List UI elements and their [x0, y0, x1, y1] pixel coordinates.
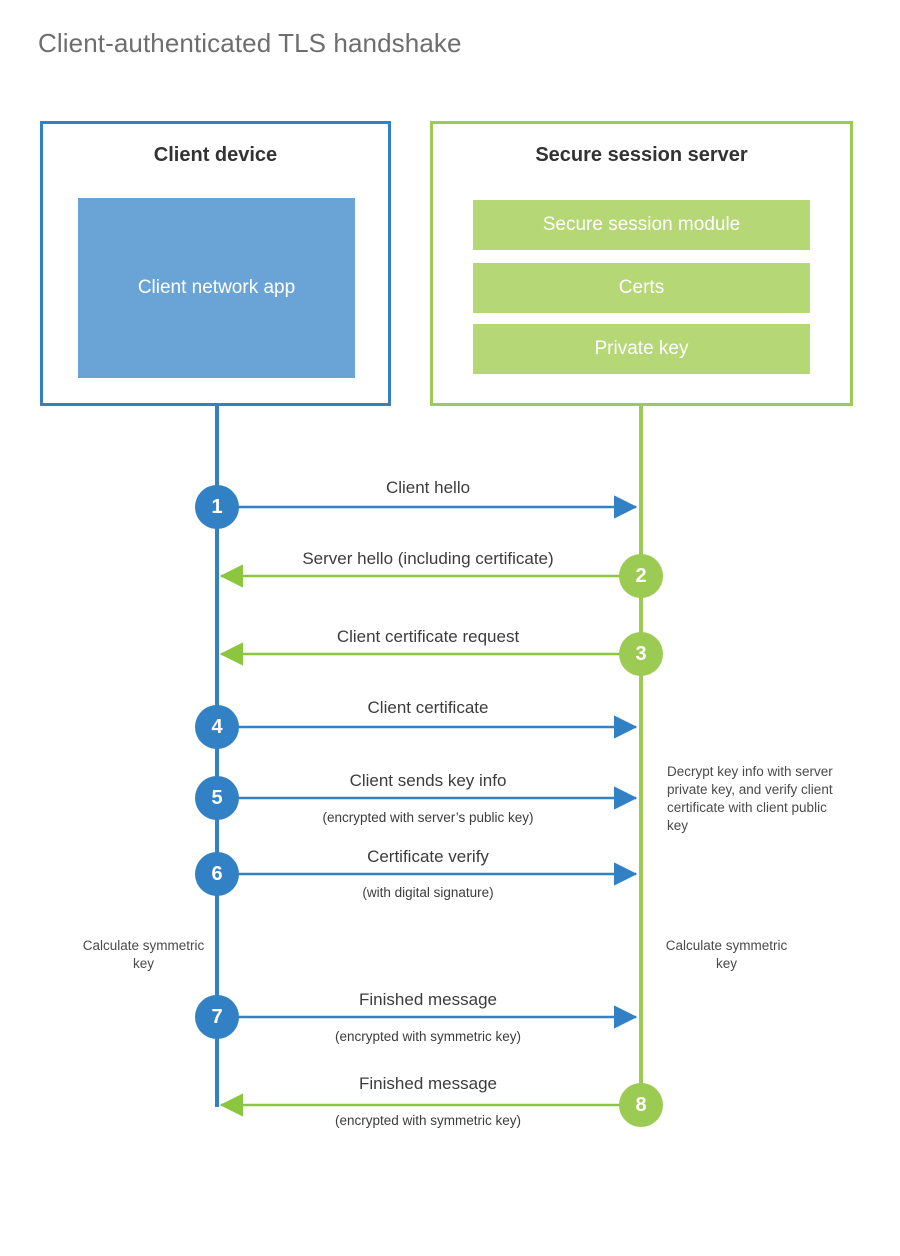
step-number: 7: [211, 1005, 223, 1028]
step-circle-3[interactable]: 3: [619, 632, 663, 676]
message-label-5: Client sends key info: [349, 771, 507, 790]
step-number: 8: [635, 1093, 647, 1116]
step-circle-4[interactable]: 4: [195, 705, 239, 749]
message-sublabel-5: (encrypted with server’s public key): [322, 810, 534, 825]
message-sublabel-6: (with digital signature): [362, 885, 494, 900]
server-block-secure-session-module: Secure session module: [473, 200, 810, 250]
step-number: 1: [211, 495, 223, 518]
step-circle-7[interactable]: 7: [195, 995, 239, 1039]
client-device-title: Client device: [153, 144, 278, 166]
client-network-app-block: Client network app: [78, 198, 355, 378]
note-calculate-symmetric-key-client: Calculate symmetric key: [82, 938, 205, 971]
step-number: 6: [211, 862, 223, 885]
message-label-2: Server hello (including certificate): [302, 549, 554, 568]
message-label-8: Finished message: [359, 1074, 497, 1093]
client-lifeline: [215, 406, 219, 1107]
message-label-6: Certificate verify: [367, 847, 489, 866]
step-number: 4: [211, 715, 223, 738]
server-block-label: Private key: [594, 338, 689, 359]
server-block-private-key: Private key: [473, 324, 810, 374]
message-label-1: Client hello: [385, 478, 471, 497]
server-block-label: Secure session module: [542, 214, 741, 235]
server-lifeline: [639, 406, 643, 1105]
step-circle-6[interactable]: 6: [195, 852, 239, 896]
message-label-3: Client certificate request: [336, 627, 520, 646]
message-sublabel-7: (encrypted with symmetric key): [334, 1029, 522, 1044]
secure-session-server-title: Secure session server: [535, 144, 748, 166]
step-circle-5[interactable]: 5: [195, 776, 239, 820]
message-label-4: Client certificate: [367, 698, 489, 717]
page-title: Client-authenticated TLS handshake: [38, 28, 462, 58]
client-network-app-label: Client network app: [137, 277, 296, 298]
step-circle-1[interactable]: 1: [195, 485, 239, 529]
step-number: 3: [635, 642, 647, 665]
secure-session-server-box: Secure session server Secure session mod…: [430, 121, 853, 406]
client-device-box: Client device Client network app: [40, 121, 391, 406]
server-block-label: Certs: [618, 277, 665, 298]
step-number: 2: [635, 564, 647, 587]
note-decrypt-key-info: Decrypt key info with server private key…: [667, 764, 833, 833]
server-block-certs: Certs: [473, 263, 810, 313]
step-circle-2[interactable]: 2: [619, 554, 663, 598]
step-number: 5: [211, 786, 223, 809]
message-sublabel-8: (encrypted with symmetric key): [334, 1113, 522, 1128]
message-label-7: Finished message: [359, 990, 497, 1009]
step-circle-8[interactable]: 8: [619, 1083, 663, 1127]
note-calculate-symmetric-key-server: Calculate symmetric key: [665, 938, 788, 971]
